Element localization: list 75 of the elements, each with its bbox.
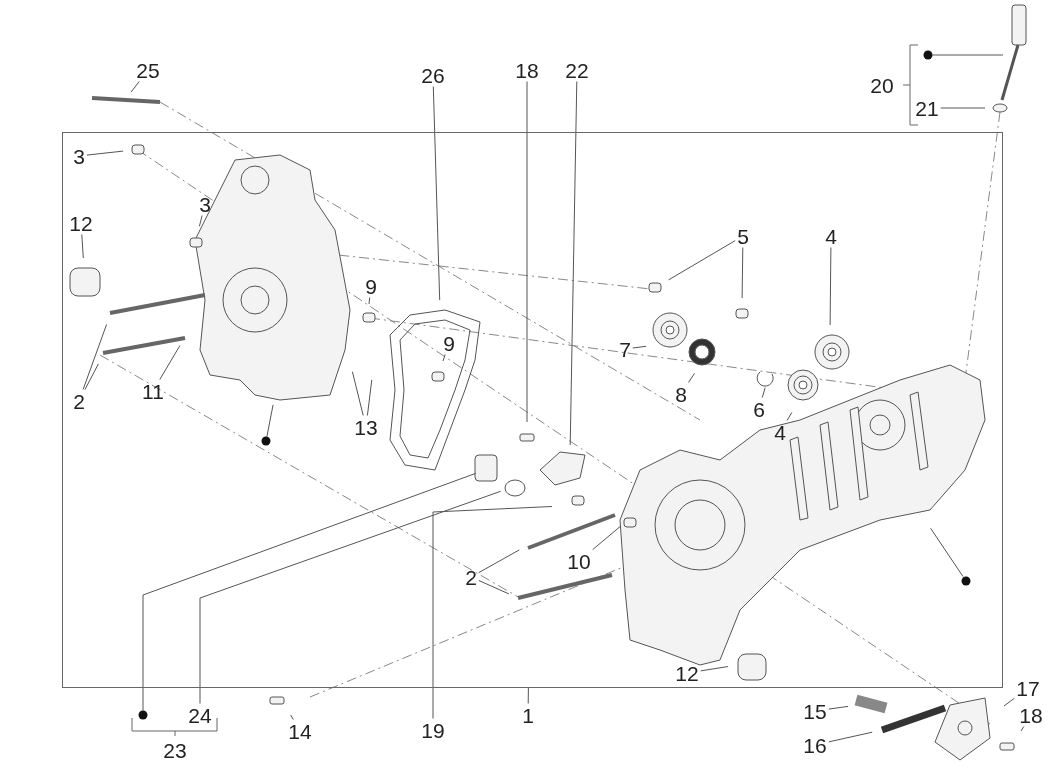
callout-number: 10	[565, 549, 593, 573]
callout-number: 2	[463, 565, 479, 589]
leader-line	[159, 345, 181, 380]
callout-number: 8	[673, 382, 689, 406]
callout-number: 2	[71, 389, 87, 413]
leader-line	[82, 323, 108, 390]
bullet-dot	[138, 710, 148, 720]
leader-line	[432, 86, 441, 301]
leader-line	[688, 372, 695, 383]
callout-number: 9	[441, 331, 457, 355]
leader-line	[940, 107, 986, 109]
leader-line	[569, 81, 578, 446]
leader-line	[668, 240, 736, 281]
callout-number: 26	[419, 63, 447, 87]
leader-line	[828, 705, 849, 710]
leader-line	[266, 404, 274, 437]
leader-line	[786, 412, 793, 421]
bullet-dot	[923, 50, 933, 60]
leader-line	[932, 54, 1004, 56]
leader-line	[366, 379, 373, 416]
callout-number: 23	[162, 738, 188, 762]
leader-line	[478, 580, 510, 595]
leader-line	[829, 247, 832, 326]
callout-number: 14	[286, 719, 314, 743]
leader-line	[290, 714, 294, 720]
leader-line	[86, 150, 124, 156]
callout-number: 17	[1014, 676, 1042, 700]
bullet-dot	[261, 436, 271, 446]
leader-line	[592, 525, 621, 551]
callout-number: 15	[801, 699, 829, 723]
leader-line	[761, 387, 766, 398]
callout-number: 11	[140, 379, 166, 403]
callout-number: 16	[801, 733, 829, 757]
leader-line	[84, 363, 99, 390]
leader-line	[142, 472, 477, 711]
leader-line	[351, 371, 364, 416]
leader-line	[527, 687, 529, 704]
callout-number: 3	[197, 192, 213, 216]
leader-line	[741, 247, 744, 299]
callout-number: 6	[751, 397, 767, 421]
leader-line	[478, 549, 520, 574]
callout-number: 22	[563, 58, 591, 82]
callout-number: 4	[772, 420, 788, 444]
callout-number: 4	[823, 224, 839, 248]
leader-line	[432, 506, 553, 719]
leader-line	[1003, 697, 1015, 707]
leader-line	[700, 666, 729, 672]
callout-number: 12	[673, 661, 701, 685]
callout-number: 7	[617, 337, 633, 361]
assembly-frame	[62, 132, 1003, 688]
callout-number: 3	[71, 144, 87, 168]
callout-number: 9	[363, 274, 379, 298]
leader-line	[828, 731, 873, 743]
callout-number: 13	[352, 415, 380, 439]
leader-line	[1020, 726, 1025, 732]
callout-number: 12	[67, 211, 95, 235]
leader-line	[198, 215, 203, 227]
callout-number: 5	[735, 224, 751, 248]
leader-line	[130, 81, 140, 93]
leader-line	[632, 345, 647, 349]
callout-number: 1	[520, 703, 536, 727]
callout-number: 24	[186, 703, 214, 727]
callout-number: 18	[513, 58, 541, 82]
leader-line	[442, 354, 446, 362]
callout-number: 25	[134, 58, 162, 82]
callout-number: 21	[913, 96, 941, 120]
callout-number: 19	[419, 718, 447, 742]
leader-line	[368, 297, 371, 305]
leader-line	[81, 234, 84, 259]
bullet-dot	[961, 576, 971, 586]
callout-number: 20	[869, 73, 895, 97]
leader-line	[930, 527, 964, 577]
callout-number: 18	[1017, 703, 1045, 727]
leader-line	[526, 81, 528, 423]
leader-line	[199, 490, 502, 704]
